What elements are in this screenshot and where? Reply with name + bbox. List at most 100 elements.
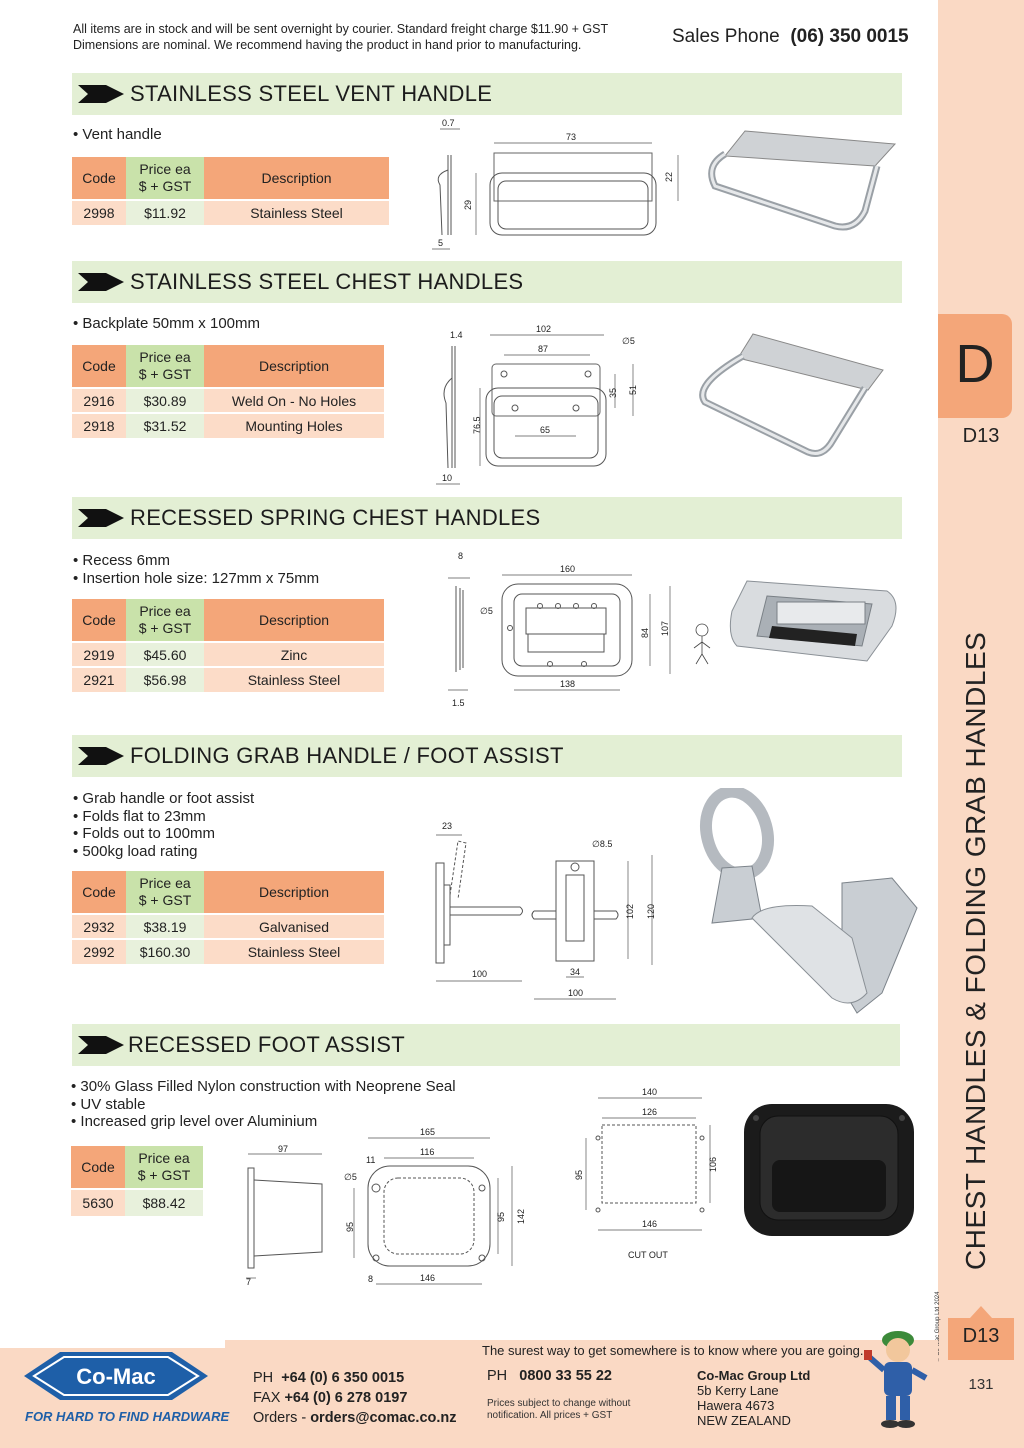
price-table: Code Price ea$ + GST 5630 $88.42 xyxy=(71,1146,203,1216)
col-description: Description xyxy=(204,871,384,914)
dim-label: 138 xyxy=(560,679,575,689)
sales-label: Sales Phone xyxy=(672,26,780,47)
col-description: Description xyxy=(204,157,389,200)
dim-label: 8 xyxy=(458,551,463,561)
bullet-item: • 500kg load rating xyxy=(73,842,198,860)
col-code: Code xyxy=(72,157,126,200)
recessed-chest-handle-photo xyxy=(729,580,897,662)
dim-label: 51 xyxy=(628,385,638,395)
mascot-icon xyxy=(864,1331,928,1428)
footer-notch xyxy=(0,1340,225,1348)
table-row: 2919 $45.60 Zinc xyxy=(72,641,384,667)
cell-code: 2919 xyxy=(72,641,126,667)
ph-label: PH xyxy=(253,1370,274,1386)
dim-label: 11 xyxy=(366,1155,375,1165)
foot-assist-drawing: 97 7 165 116 11 ∅5 95 95 142 8 146 xyxy=(246,1127,526,1287)
orders-email[interactable]: orders@comac.co.nz xyxy=(310,1410,457,1426)
cutout-drawing: 140 126 95 106 146 CUT OUT xyxy=(574,1087,718,1260)
sales-phone: Sales Phone (06) 350 0015 xyxy=(672,26,909,48)
ph-number[interactable]: +64 (0) 6 350 0015 xyxy=(281,1370,405,1386)
notice-line: All items are in stock and will be sent … xyxy=(73,22,609,36)
vent-handle-drawing: 0.7 73 22 29 5 xyxy=(432,118,679,250)
page-number: 131 xyxy=(968,1376,994,1393)
dim-label: 35 xyxy=(608,388,618,398)
dim-label: 146 xyxy=(420,1273,435,1283)
dim-label: 100 xyxy=(472,969,487,979)
col-code: Code xyxy=(72,345,126,388)
cell-price: $56.98 xyxy=(126,666,204,692)
section-title: STAINLESS STEEL CHEST HANDLES xyxy=(130,269,524,294)
bullet-list: • Grab handle or foot assist • Folds fla… xyxy=(73,790,254,860)
dim-label: 142 xyxy=(516,1209,526,1224)
bullet-list: • 30% Glass Filled Nylon construction wi… xyxy=(71,1078,456,1131)
col-price: Price ea$ + GST xyxy=(126,871,204,914)
fax-label: FAX xyxy=(253,1390,281,1406)
table-row: 2992 $160.30 Stainless Steel xyxy=(72,938,384,964)
col-code: Code xyxy=(72,871,126,914)
col-price: Price ea$ + GST xyxy=(125,1146,203,1189)
cutout-label: CUT OUT xyxy=(628,1250,668,1260)
section-code-badge xyxy=(948,1306,1014,1360)
contact-block: PH +64 (0) 6 350 0015 FAX +64 (0) 6 278 … xyxy=(253,1368,457,1428)
col-price: Price ea$ + GST xyxy=(126,599,204,642)
table-row: 2916 $30.89 Weld On - No Holes xyxy=(72,387,384,413)
arrow-icon xyxy=(78,747,124,765)
ph2-label: PH xyxy=(487,1368,508,1384)
arrow-icon xyxy=(78,509,124,527)
bullet-list: • Vent handle xyxy=(73,126,162,144)
dim-label: 100 xyxy=(568,988,583,998)
col-code: Code xyxy=(72,599,126,642)
cell-price: $31.52 xyxy=(126,412,204,438)
cell-description: Stainless Steel xyxy=(204,666,384,692)
cell-code: 2921 xyxy=(72,666,126,692)
cell-description: Weld On - No Holes xyxy=(204,387,384,413)
col-description: Description xyxy=(204,599,384,642)
price-table: Code Price ea$ + GST Description 2998 $1… xyxy=(72,157,389,225)
table-row: 2932 $38.19 Galvanised xyxy=(72,913,384,939)
bullet-item: • Insertion hole size: 127mm x 75mm xyxy=(73,569,320,587)
dim-label: 65 xyxy=(540,425,550,435)
arrow-icon xyxy=(78,1036,124,1054)
sales-number[interactable]: (06) 350 0015 xyxy=(790,26,909,47)
section-header: STAINLESS STEEL CHEST HANDLES xyxy=(72,261,902,303)
vertical-title: CHEST HANDLES & FOLDING GRAB HANDLES xyxy=(960,631,991,1270)
vent-handle-photo xyxy=(708,130,897,231)
dim-label: 7 xyxy=(246,1277,251,1287)
dim-label: 102 xyxy=(625,904,635,919)
cell-code: 2932 xyxy=(72,913,126,939)
bullet-item: • Folds flat to 23mm xyxy=(73,807,206,825)
section-header: RECESSED FOOT ASSIST xyxy=(72,1024,900,1066)
stock-notice: All items are in stock and will be sent … xyxy=(73,21,608,53)
dim-label: 87 xyxy=(538,344,548,354)
cell-price: $38.19 xyxy=(126,913,204,939)
dim-label: 8 xyxy=(368,1274,373,1284)
orders-label: Orders - xyxy=(253,1410,307,1426)
freephone: PH 0800 33 55 22 xyxy=(487,1368,612,1384)
arrow-icon xyxy=(78,273,124,291)
dim-label: ∅8.5 xyxy=(592,839,612,849)
bullet-item: • Increased grip level over Aluminium xyxy=(71,1113,318,1130)
dim-label: 84 xyxy=(640,628,650,638)
dim-label: 97 xyxy=(278,1144,288,1154)
cell-price: $45.60 xyxy=(126,641,204,667)
dim-label: 1.4 xyxy=(450,330,463,340)
footer-tagline: The surest way to get somewhere is to kn… xyxy=(482,1343,864,1358)
price-table: Code Price ea$ + GST Description 2919 $4… xyxy=(72,599,384,692)
dim-label: 73 xyxy=(566,132,576,142)
comac-logo[interactable]: Co-Mac xyxy=(22,1344,212,1410)
bullet-item: • 30% Glass Filled Nylon construction wi… xyxy=(71,1078,456,1095)
bullet-item: • Recess 6mm xyxy=(73,552,170,569)
dim-label: 5 xyxy=(438,238,443,248)
section-header: RECESSED SPRING CHEST HANDLES xyxy=(72,497,902,539)
section-title: STAINLESS STEEL VENT HANDLE xyxy=(130,81,493,106)
section-title: RECESSED FOOT ASSIST xyxy=(128,1032,405,1057)
dim-label: 10 xyxy=(442,473,452,483)
dim-label: 107 xyxy=(660,621,670,636)
col-code: Code xyxy=(71,1146,125,1189)
fax-number: +64 (0) 6 278 0197 xyxy=(284,1390,408,1406)
arrow-icon xyxy=(78,85,124,103)
ph2-number[interactable]: 0800 33 55 22 xyxy=(519,1368,612,1384)
grab-handle-photo xyxy=(700,788,918,1014)
table-row: 5630 $88.42 xyxy=(71,1188,203,1216)
address-line: 5b Kerry Lane xyxy=(697,1383,779,1398)
